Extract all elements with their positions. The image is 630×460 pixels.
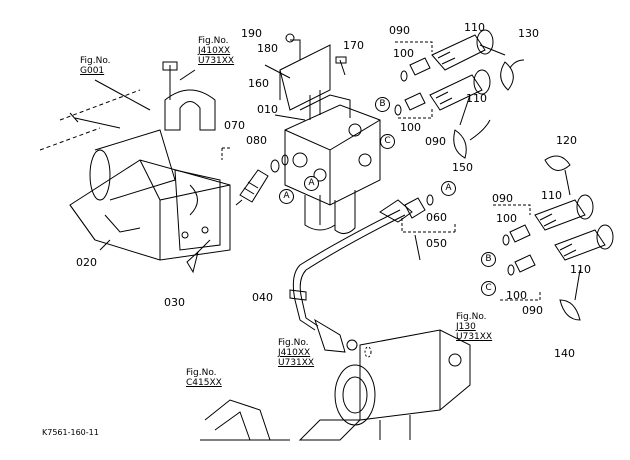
port-marker-a: A <box>279 189 294 204</box>
label-180: 180 <box>257 42 278 55</box>
fig-ref-number: J410XX <box>278 348 311 358</box>
fig-ref-number: U731XX <box>278 358 315 368</box>
frame-bottom <box>200 399 290 441</box>
fig-ref-number: C415XX <box>186 378 222 388</box>
fig-ref-title: Fig.No. <box>80 56 111 66</box>
port-marker-a: A <box>304 176 319 191</box>
fig-ref-number: U731XX <box>456 332 493 342</box>
hose-040 <box>289 199 413 358</box>
fig-ref-title: Fig.No. <box>456 312 487 322</box>
fig-ref-j410-top: Fig.No. J410XX U731XX <box>198 36 234 66</box>
port-marker-b: B <box>375 97 390 112</box>
fitting-070 <box>235 154 289 206</box>
label-110-b: 110 <box>466 92 487 105</box>
coupler-upper <box>394 29 525 159</box>
drawing-code: K7561-160-11 <box>42 428 99 437</box>
label-090-b: 090 <box>425 135 446 148</box>
label-060: 060 <box>426 211 447 224</box>
frame-tube <box>39 89 176 201</box>
label-050: 050 <box>426 237 447 250</box>
label-100-c: 100 <box>496 212 517 225</box>
fig-ref-c415: Fig.No. C415XX <box>186 368 222 388</box>
label-190: 190 <box>241 27 262 40</box>
label-130: 130 <box>518 27 539 40</box>
label-170: 170 <box>343 39 364 52</box>
fig-ref-title: Fig.No. <box>198 36 229 46</box>
fig-ref-title: Fig.No. <box>278 338 309 348</box>
label-010: 010 <box>257 103 278 116</box>
label-110-a: 110 <box>464 21 485 34</box>
label-100-d: 100 <box>506 289 527 302</box>
label-080: 080 <box>246 134 267 147</box>
label-110-c: 110 <box>541 189 562 202</box>
fig-ref-title: Fig.No. <box>186 368 217 378</box>
fitting-050 <box>401 194 456 233</box>
label-090-d: 090 <box>522 304 543 317</box>
fig-ref-number: U731XX <box>198 56 235 66</box>
label-090-c: 090 <box>492 192 513 205</box>
port-marker-c: C <box>481 281 496 296</box>
port-marker-a: A <box>441 181 456 196</box>
bolt-left <box>74 117 121 129</box>
hydraulic-pump <box>298 329 471 441</box>
label-030: 030 <box>164 296 185 309</box>
label-120: 120 <box>556 134 577 147</box>
fig-ref-g001: Fig.No. G001 <box>80 56 111 76</box>
label-110-d: 110 <box>570 263 591 276</box>
label-020: 020 <box>76 256 97 269</box>
control-valve <box>284 90 381 234</box>
label-100-b: 100 <box>400 121 421 134</box>
fig-ref-number: J410XX <box>198 46 231 56</box>
port-marker-b: B <box>481 252 496 267</box>
label-090-a: 090 <box>389 24 410 37</box>
mounting-bracket <box>69 159 231 261</box>
label-040: 040 <box>252 291 273 304</box>
coupler-lower <box>502 155 614 321</box>
label-160: 160 <box>248 77 269 90</box>
fig-ref-number: J130 <box>456 322 476 332</box>
label-150: 150 <box>452 161 473 174</box>
label-140: 140 <box>554 347 575 360</box>
fig-ref-j410-mid: Fig.No. J410XX U731XX <box>278 338 314 368</box>
fig-ref-j130: Fig.No. J130 U731XX <box>456 312 492 342</box>
valve-bracket <box>279 33 347 111</box>
label-100-a: 100 <box>393 47 414 60</box>
fig-ref-number: G001 <box>80 66 105 76</box>
port-marker-c: C <box>380 134 395 149</box>
u-clamp <box>162 61 216 131</box>
label-070: 070 <box>224 119 245 132</box>
